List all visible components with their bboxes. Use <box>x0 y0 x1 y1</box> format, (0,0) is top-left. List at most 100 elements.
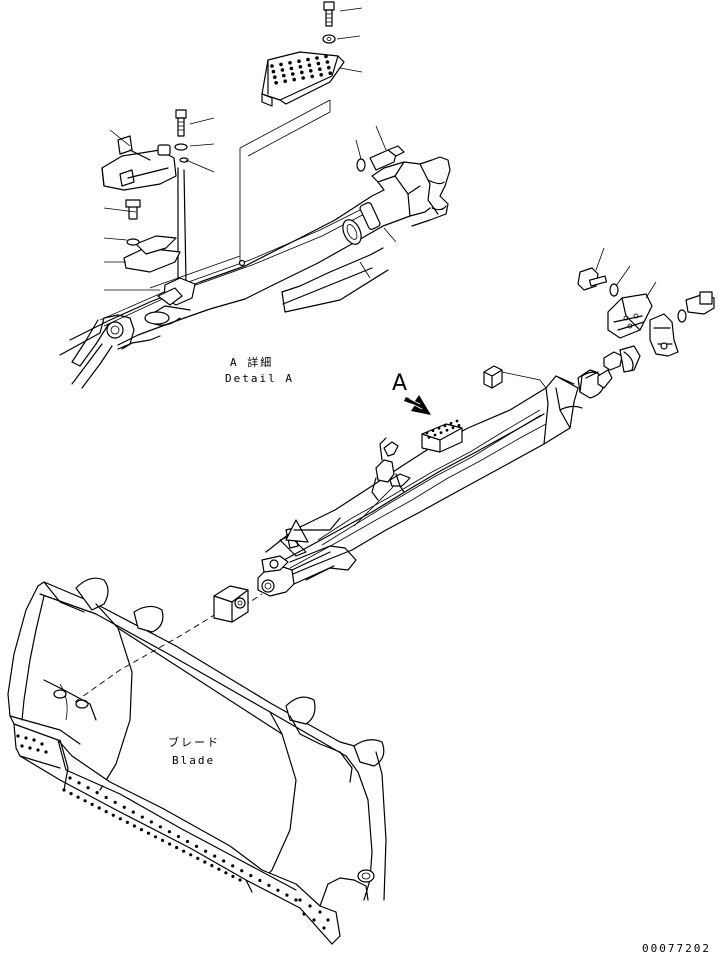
bolt-hole <box>111 813 115 817</box>
bolt-hole <box>90 802 94 807</box>
vent-hole <box>318 67 322 71</box>
bolt-hole <box>16 734 20 738</box>
bolt-hole <box>222 859 226 863</box>
vent-hole <box>280 68 285 72</box>
vent-hole <box>292 77 297 82</box>
bolt-hole <box>185 839 190 844</box>
bolt-hole <box>132 824 136 828</box>
bolt-hole <box>196 856 200 861</box>
vent-hole <box>445 428 449 432</box>
vent-hole <box>300 70 304 75</box>
vent-hole <box>327 65 331 70</box>
vent-hole <box>443 424 447 428</box>
vent-hole <box>298 65 303 69</box>
bolt-hole <box>204 849 208 853</box>
bolt-hole <box>176 834 181 839</box>
bolt-hole <box>175 846 179 850</box>
bolt-hole <box>76 795 80 799</box>
main-arm-group: A <box>71 247 715 705</box>
bolt-hole <box>131 810 135 814</box>
bolt-hole <box>318 910 322 914</box>
bolt-hole <box>146 831 151 835</box>
blade-bolt-holes <box>16 734 330 930</box>
bolt-hole <box>217 867 221 871</box>
bolt-hole <box>285 893 289 897</box>
bolt-hole <box>240 869 244 873</box>
vent-hole <box>433 433 437 437</box>
vent-hole <box>451 426 455 430</box>
detail-a-label-jp: A 詳細 <box>230 355 273 369</box>
vent-hole <box>271 69 276 74</box>
bolt-hole <box>194 844 199 848</box>
vent-hole <box>288 61 292 65</box>
bolt-hole <box>68 776 72 780</box>
bolt-hole <box>160 838 165 843</box>
vent-hole <box>291 72 295 76</box>
bolt-hole <box>210 864 214 868</box>
vent-hole <box>319 73 324 77</box>
arm-cover <box>421 419 463 453</box>
blade-label-en: Blade <box>172 754 215 767</box>
bolt-hole <box>203 860 207 864</box>
vent-hole <box>279 62 283 67</box>
bolt-hole <box>231 874 235 879</box>
spacer-block <box>213 585 249 623</box>
vent-hole <box>425 431 429 435</box>
vent-hole <box>309 69 313 73</box>
bolt-hole <box>294 898 298 902</box>
bolt-hole <box>69 792 73 796</box>
bolt-hole <box>139 828 144 832</box>
bolt-hole <box>97 806 101 810</box>
bolt-hole <box>298 898 302 902</box>
bolt-hole <box>312 918 316 922</box>
bolt-hole <box>224 871 228 875</box>
bolt-hole <box>158 825 162 829</box>
bolt-hole <box>189 853 193 857</box>
vent-hole <box>310 74 315 79</box>
view-marker-a: A <box>392 371 407 396</box>
vent-hole <box>325 60 330 64</box>
bolt-hole <box>40 742 44 746</box>
bolt-hole <box>32 738 36 742</box>
bolt-hole <box>326 918 330 922</box>
bolt-hole <box>125 820 129 825</box>
vent-hole <box>315 56 319 60</box>
vent-hole <box>324 54 328 59</box>
bolt-hole <box>213 854 217 858</box>
bolt-hole <box>168 842 172 846</box>
vent-hole <box>283 79 288 83</box>
bolt-hole <box>276 888 280 892</box>
detail-a-label-en: Detail A <box>225 372 294 385</box>
vent-hole <box>431 429 435 432</box>
bolt-hole <box>28 746 32 750</box>
arrow-down-right-icon <box>404 395 431 415</box>
drawing-number: 00077202 <box>642 942 711 955</box>
vent-hole <box>306 57 310 62</box>
blade-group: ブレード Blade <box>7 577 387 945</box>
bolt-hole <box>249 874 253 878</box>
bolt-hole <box>267 883 271 887</box>
bolt-hole <box>231 864 235 868</box>
bolt-hole <box>86 786 90 790</box>
bolt-hole <box>140 815 144 819</box>
bolt-hole <box>83 799 87 803</box>
bolt-hole <box>20 744 24 748</box>
bolt-hole <box>36 748 40 752</box>
bolt-hole <box>118 817 122 821</box>
bolt-hole <box>167 830 172 834</box>
vent-hole <box>316 61 321 66</box>
vent-hole <box>273 75 277 79</box>
bolt-hole <box>308 904 312 908</box>
vent-hole <box>328 71 333 75</box>
bolt-hole <box>77 781 81 785</box>
vent-hole <box>449 422 453 425</box>
vent-hole <box>307 63 312 67</box>
bolt-hole <box>104 795 108 800</box>
bolt-hole <box>149 820 153 824</box>
detail-a-group: A 詳細 Detail A <box>59 1 451 389</box>
bolt-hole <box>258 878 262 883</box>
bolt-hole <box>44 750 48 754</box>
vent-hole <box>297 59 301 63</box>
vent-hole <box>301 76 306 80</box>
bolt-hole <box>95 791 99 795</box>
